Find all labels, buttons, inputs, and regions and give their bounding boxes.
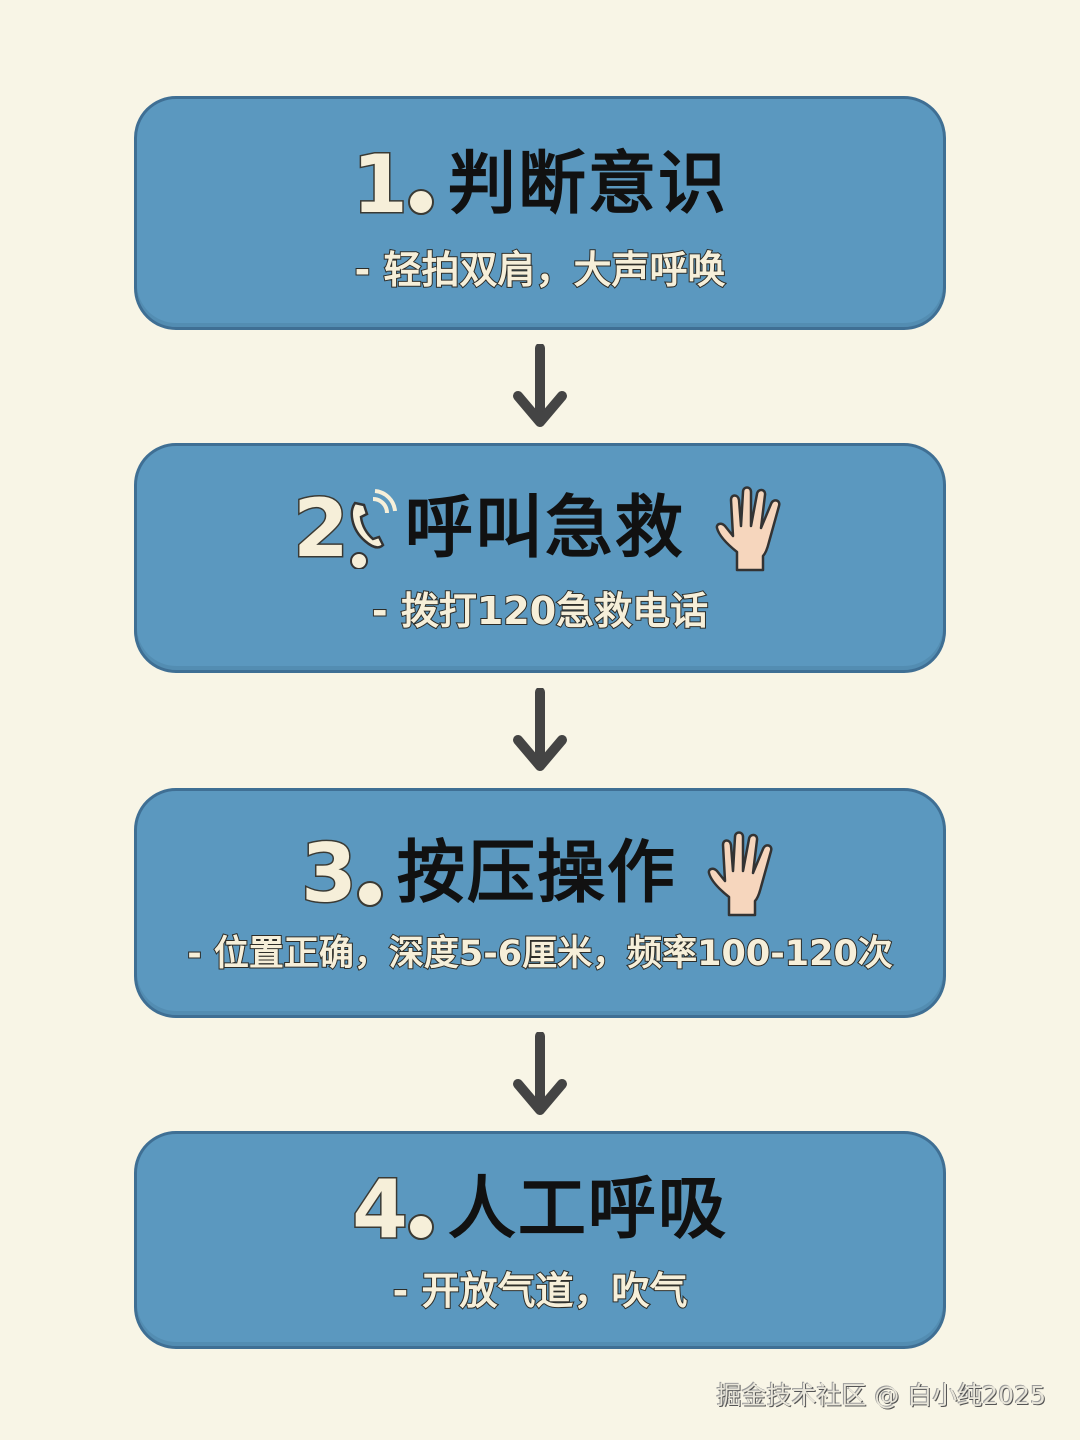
- number-dot: [407, 189, 434, 215]
- step-description: - 拨打120急救电话: [371, 589, 709, 633]
- step-number: 4: [351, 1163, 410, 1256]
- arrow-down-icon: [513, 344, 567, 427]
- arrow-down-icon: [513, 1032, 567, 1115]
- number-dot: [356, 881, 383, 907]
- hand-icon: [715, 486, 781, 572]
- step-heading: 按压操作: [396, 834, 677, 913]
- step-heading: 人工呼吸: [447, 1170, 728, 1249]
- step-number: 2: [292, 482, 351, 575]
- arrow-down-icon: [513, 688, 567, 771]
- number-dot: [407, 1214, 434, 1240]
- step-title-row: 2 呼叫急救: [137, 486, 943, 572]
- step-number: 3: [300, 827, 359, 920]
- step-title-row: 3 按压操作: [137, 831, 943, 917]
- step-description: - 开放气道，吹气: [391, 1269, 688, 1313]
- step-description: - 位置正确，深度5-6厘米，频率100-120次: [186, 934, 894, 974]
- step-number: 1: [351, 138, 410, 231]
- hand-icon: [707, 831, 773, 917]
- phone-icon: [349, 489, 397, 569]
- step-description: - 轻拍双肩，大声呼唤: [353, 248, 726, 292]
- step-title-row: 4 人工呼吸: [137, 1163, 943, 1256]
- step-title-row: 1 判断意识: [137, 138, 943, 231]
- watermark: 掘金技术社区 @ 白小纯2025: [716, 1381, 1046, 1410]
- step-heading: 呼叫急救: [404, 489, 685, 568]
- step-card-3: 3 按压操作 - 位置正确，深度5-6厘米，频率100-120次: [134, 788, 946, 1018]
- step-heading: 判断意识: [447, 145, 728, 224]
- step-card-2: 2 呼叫急救 - 拨打120急救电话: [134, 443, 946, 673]
- step-card-1: 1 判断意识 - 轻拍双肩，大声呼唤: [134, 96, 946, 330]
- step-card-4: 4 人工呼吸 - 开放气道，吹气: [134, 1131, 946, 1349]
